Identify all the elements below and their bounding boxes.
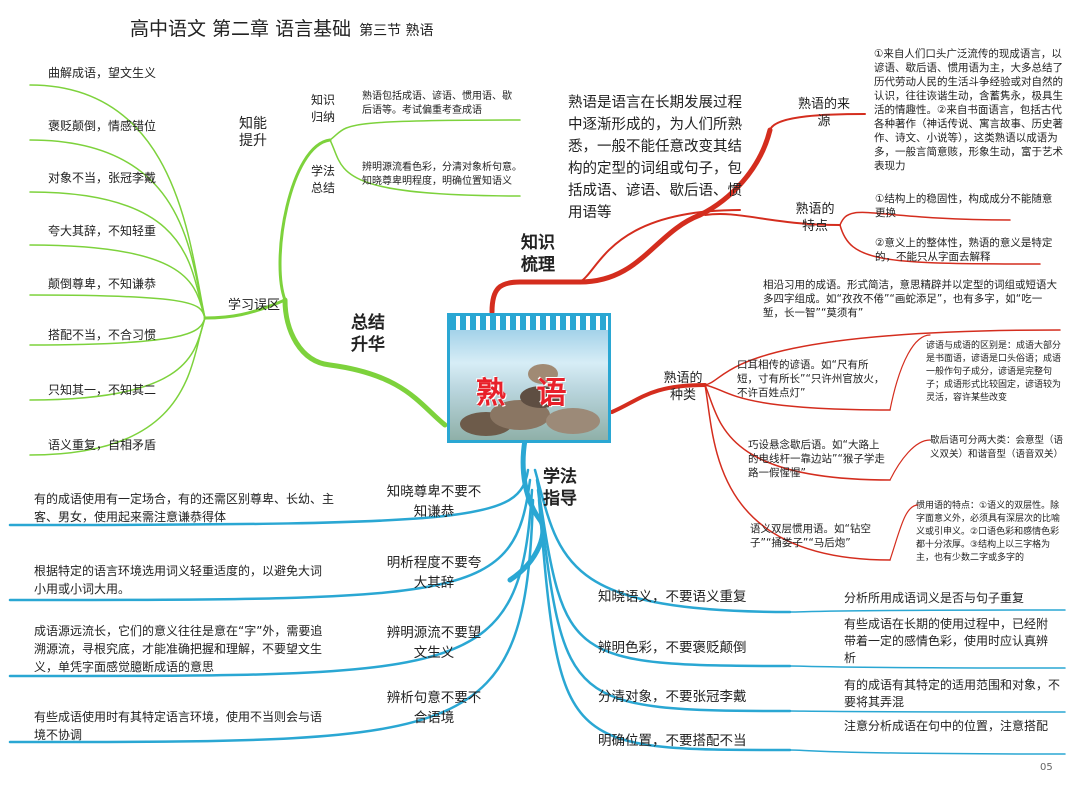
knowledge-summary-label: 知识归纳 (310, 93, 335, 124)
center-topic-image: 熟 语 (447, 313, 611, 443)
feature-item-2: ②意义上的整体性，熟语的意义是特定的，不能只从字面去解释 (875, 237, 1053, 263)
method-right-label-4: 明确位置，不要搭配不当 (598, 733, 747, 749)
method-right-text-2: 有些成语在长期的使用过程中，已经附带着一定的感情色彩，使用时应认真辨析 (844, 617, 1049, 665)
center-topic-label: 熟 语 (476, 376, 577, 411)
mistake-item-2: 褒贬颠倒，情感错位 (48, 119, 157, 133)
type-xiehouyu: 巧设悬念歇后语。如“大路上的电线杆一靠边站”“猴子学走路一假惺惺” (748, 439, 885, 479)
type-guanyongyu-note: 惯用语的特点：①语义的双层性。除字面意义外，必须具有深层次的比喻义或引申义。②口… (916, 501, 1061, 563)
mistake-item-1: 曲解成语，望文生义 (48, 66, 157, 80)
origin-label: 熟语的来源 (797, 97, 850, 129)
method-right-label-1: 知晓语义，不要语义重复 (598, 589, 747, 605)
type-yanyu: 口耳相传的谚语。如“尺有所短，寸有所长”“只许州官放火，不许百姓点灯” (737, 359, 885, 399)
skills-label: 知能提升 (239, 116, 267, 149)
mistake-item-6: 搭配不当，不合习惯 (48, 328, 157, 342)
method-left-label-4: 辨析句意不要不合语境 (386, 690, 482, 726)
branch-type-guanyongyu (704, 384, 891, 561)
type-chengyu: 相沿习用的成语。形式简洁，意思精辟并以定型的词组或短语大多四字组成。如“孜孜不倦… (763, 279, 1057, 319)
calendar-rings-icon (450, 316, 608, 330)
branch-origin (769, 113, 866, 131)
knowledge-summary-text: 熟语包括成语、谚语、惯用语、歇后语等。考试偏重考查成语 (362, 91, 512, 116)
method-right-text-3: 有的成语有其特定的适用范围和对象，不要将其弄混 (844, 678, 1061, 709)
branch-summary-main (282, 297, 448, 428)
type-yanyu-note: 谚语与成语的区别是：成语大部分是书面语，谚语是口头俗语；成语一般作句子成分，谚语… (926, 341, 1062, 403)
title-section: 第三节 熟语 (359, 23, 434, 39)
mistake-item-8: 语义重复，自相矛盾 (48, 438, 157, 452)
method-left-text-4: 有些成语使用时有其特定语言环境，使用不当则会与语境不协调 (34, 710, 323, 742)
method-left-label-3: 辨明源流不要望文生义 (386, 625, 482, 661)
mistake-item-7: 只知其一，不知其二 (48, 383, 157, 397)
mistake-item-3: 对象不当，张冠李戴 (48, 171, 157, 185)
method-summary-label: 学法总结 (310, 164, 335, 195)
method-left-label-1: 知晓尊卑不要不知谦恭 (386, 484, 482, 520)
branch-definition (579, 209, 741, 283)
page-number: 05 (1040, 762, 1053, 773)
method-right-text-4: 注意分析成语在句中的位置，注意搭配 (844, 719, 1049, 733)
method-left-text-1: 有的成语使用有一定场合，有的还需区别尊卑、长幼、主客、男女，使用起来需注意谦恭得… (34, 492, 335, 524)
branch-method-main (507, 437, 546, 583)
method-left-text-2: 根据特定的语言环境选用词义轻重适度的，以避免大词小用或小词大用。 (34, 564, 323, 596)
mistake-item-5: 颠倒尊卑，不知谦恭 (48, 277, 157, 291)
branch-type-yanyu (704, 384, 891, 411)
branch-features (704, 213, 841, 226)
method-right-label-3: 分清对象，不要张冠李戴 (598, 689, 747, 705)
method-left-label-2: 明析程度不要夸大其辞 (386, 555, 482, 591)
type-xiehouyu-note: 歇后语可分两大类：会意型（语义双关）和谐音型（语音双关） (930, 435, 1064, 460)
branch-type-chengyu (704, 329, 1061, 386)
branch-feature-2 (839, 224, 1041, 265)
mistake-item-4: 夸大其辞，不知轻重 (48, 224, 157, 238)
branch-knowledge-main (489, 127, 773, 315)
method-left-text-3: 成语源远流长，它们的意义往往是意在“字”外，需要追溯源流，寻根究底，才能准确把握… (34, 624, 323, 674)
feature-item-1: ①结构上的稳固性，构成成分不能随意更换 (875, 193, 1053, 219)
method-right-text-1: 分析所用成语词义是否与句子重复 (844, 591, 1025, 605)
branch-feature-1 (839, 211, 1011, 226)
method-right-label-2: 辨明色彩，不要褒贬颠倒 (598, 640, 747, 656)
features-label: 熟语的特点 (795, 202, 835, 234)
branch-label-summary: 总结升华 (351, 313, 385, 355)
branch-label-knowledge: 知识梳理 (521, 233, 555, 275)
branch-types (610, 383, 707, 414)
method-summary-text: 辨明源流看色彩，分清对象析句意。知晓尊卑明程度，明确位置知语义 (362, 162, 522, 187)
title-main: 高中语文 第二章 语言基础 (130, 18, 352, 40)
origin-text: ①来自人们口头广泛流传的现成语言，以谚语、歇后语、惯用语为主，大多总结了历代劳动… (874, 48, 1063, 172)
types-label: 熟语的种类 (663, 371, 703, 403)
definition-text: 熟语是语言在长期发展过程中逐渐形成的，为人们所熟悉，一般不能任意改变其结构的定型… (568, 95, 742, 221)
branch-label-method: 学法指导 (543, 467, 577, 509)
type-guanyongyu: 语义双层惯用语。如“钻空子”“捅娄子”“马后炮” (750, 523, 871, 549)
branch-type-xiehouyu (704, 384, 891, 481)
page-title: 高中语文 第二章 语言基础第三节 熟语 (130, 14, 434, 41)
mistakes-label: 学习误区 (228, 298, 281, 313)
